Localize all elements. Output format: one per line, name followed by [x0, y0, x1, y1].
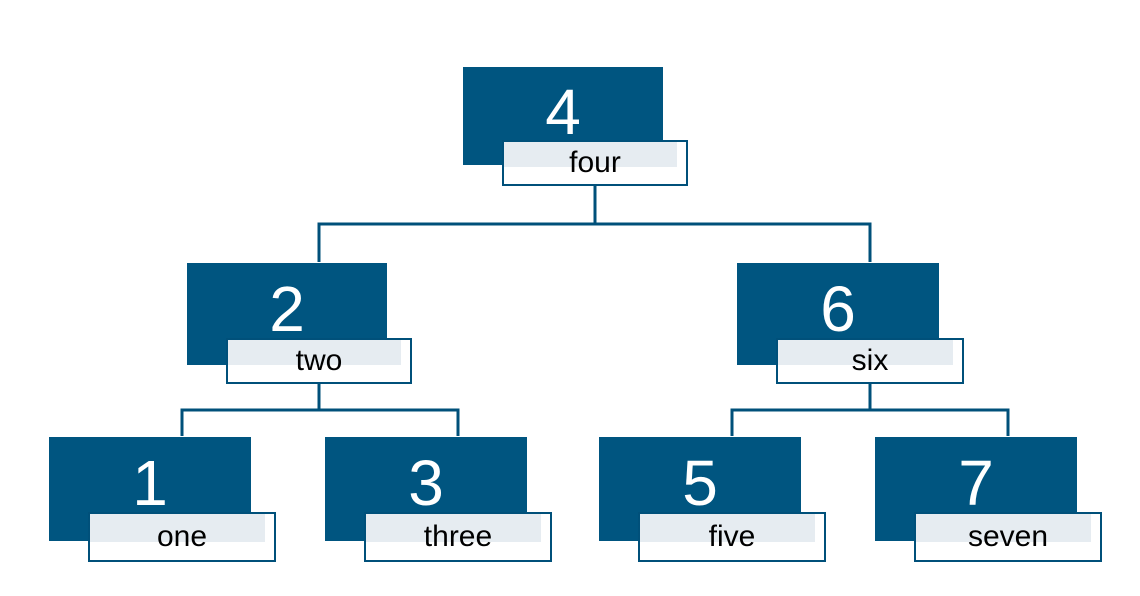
connector-six-five — [730, 384, 872, 436]
node-label-box: three — [364, 512, 552, 562]
tree-node-one: 1 one — [48, 436, 276, 562]
node-label: five — [708, 520, 756, 553]
tree-node-three: 3 three — [324, 436, 552, 562]
node-label: four — [569, 146, 621, 179]
node-label: three — [423, 520, 493, 553]
node-label: one — [156, 520, 208, 553]
node-label-box: seven — [914, 512, 1102, 562]
connector-four-two — [317, 186, 597, 262]
node-label-box: one — [88, 512, 276, 562]
label-shade — [916, 514, 1091, 542]
label-shade — [778, 340, 953, 366]
tree-node-five: 5 five — [598, 436, 826, 562]
node-label-box: four — [502, 140, 688, 186]
node-label: seven — [967, 520, 1049, 553]
connector-two-three — [317, 384, 460, 436]
label-shade — [228, 340, 401, 366]
tree-node-six: 6 six — [736, 262, 964, 384]
label-shade — [90, 514, 265, 542]
node-label-box: two — [226, 338, 412, 384]
node-label-box: six — [776, 338, 964, 384]
connector-four-six — [593, 186, 872, 262]
tree-node-two: 2 two — [186, 262, 412, 384]
label-shade — [504, 142, 677, 168]
connector-two-one — [180, 384, 321, 436]
node-label-box: five — [638, 512, 826, 562]
tree-node-four: 4 four — [462, 66, 688, 186]
node-label: two — [295, 344, 343, 377]
label-shade — [640, 514, 815, 542]
tree-node-seven: 7 seven — [874, 436, 1102, 562]
connector-six-seven — [868, 384, 1010, 436]
node-label: six — [851, 344, 889, 377]
label-shade — [366, 514, 541, 542]
